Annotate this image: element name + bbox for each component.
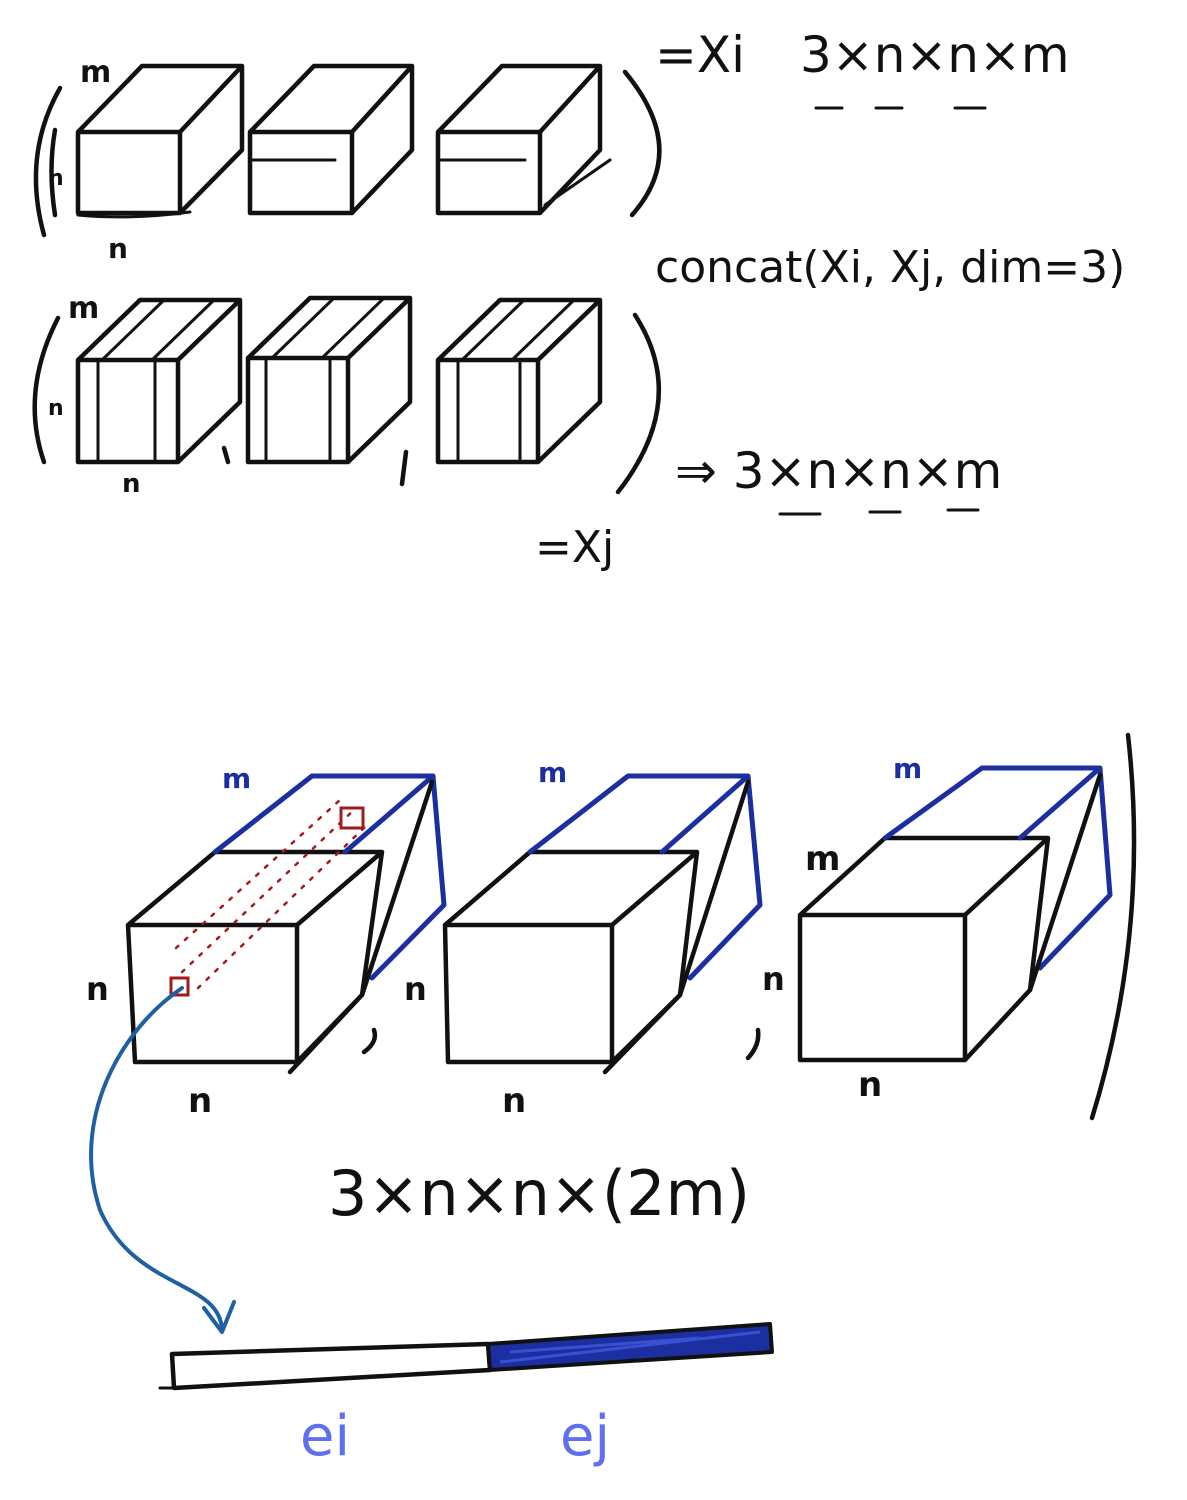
- cube-xj-3: [435, 297, 603, 465]
- label-n-side-2: n: [48, 396, 64, 421]
- label-n-side-2: n: [404, 970, 427, 1008]
- cube-1-m-extension: [212, 773, 447, 981]
- label-n-side: n: [48, 166, 64, 191]
- token-cell-back: [339, 806, 365, 830]
- section-xi: m n n =Xi 3×n×n×m: [33, 26, 1070, 265]
- label-eq-xj: =Xj: [535, 522, 614, 573]
- cube-xi-2: [247, 63, 415, 216]
- left-paren: [33, 85, 63, 238]
- comma-1: [361, 1027, 378, 1055]
- token-sightline: [174, 798, 370, 990]
- cube-concat-1: [125, 773, 447, 1075]
- cube-3-m-extension: [882, 765, 1113, 971]
- right-paren-2: [615, 312, 661, 495]
- cube-xj-2: [245, 295, 413, 487]
- label-shape-concat: 3×n×n×(2m): [328, 1157, 750, 1230]
- label-m: m: [80, 55, 111, 90]
- label-shape-xi: 3×n×n×m: [800, 26, 1070, 84]
- cube-xi-1: [75, 63, 245, 219]
- label-n-bottom-1: n: [188, 1081, 212, 1121]
- label-n-bottom-3b: n: [502, 1081, 526, 1121]
- label-n-side-3: n: [762, 960, 785, 998]
- left-paren-2: [32, 315, 61, 465]
- section-xj: concat(Xi, Xj, dim=3) m n n ⇒ 3×n×n×m =X…: [32, 242, 1125, 573]
- label-m-2: m: [68, 291, 99, 326]
- underline-marks-2: [778, 508, 980, 516]
- label-m-blue-2: m: [538, 756, 567, 789]
- label-m-blue-1: m: [222, 762, 251, 795]
- section-concat-result: m m m m n n n n n n 3×n×n×(2m) ei ej: [86, 732, 1137, 1469]
- label-eq-xi: =Xi: [655, 26, 745, 84]
- arrowhead: [202, 1300, 236, 1334]
- label-concat: concat(Xi, Xj, dim=3): [655, 242, 1125, 293]
- label-ei: ei: [300, 1404, 350, 1469]
- label-n-side-1: n: [86, 970, 109, 1008]
- label-result: ⇒ 3×n×n×m: [675, 442, 1002, 500]
- right-bracket: [1089, 732, 1137, 1121]
- cube-concat-2: [442, 773, 763, 1075]
- embedding-bar: [158, 1322, 774, 1391]
- cube-concat-3: [797, 765, 1113, 1063]
- right-paren: [622, 69, 662, 218]
- cube-2-m-extension: [527, 773, 763, 981]
- cube-xi-3: [435, 63, 612, 216]
- embedding-ei: [169, 1341, 493, 1391]
- comma-2: [745, 1027, 761, 1061]
- left-paren-inner: [49, 127, 58, 218]
- label-n-bottom-3c: n: [858, 1065, 882, 1105]
- label-m-side: m: [805, 839, 840, 879]
- arrow-curve: [89, 986, 224, 1332]
- label-m-blue-3: m: [893, 752, 922, 785]
- label-ej: ej: [560, 1404, 610, 1469]
- label-n-bottom-2: n: [122, 469, 141, 499]
- token-cell-front: [169, 976, 190, 997]
- label-n-bottom: n: [108, 232, 128, 265]
- cube-xj-1: [75, 297, 243, 465]
